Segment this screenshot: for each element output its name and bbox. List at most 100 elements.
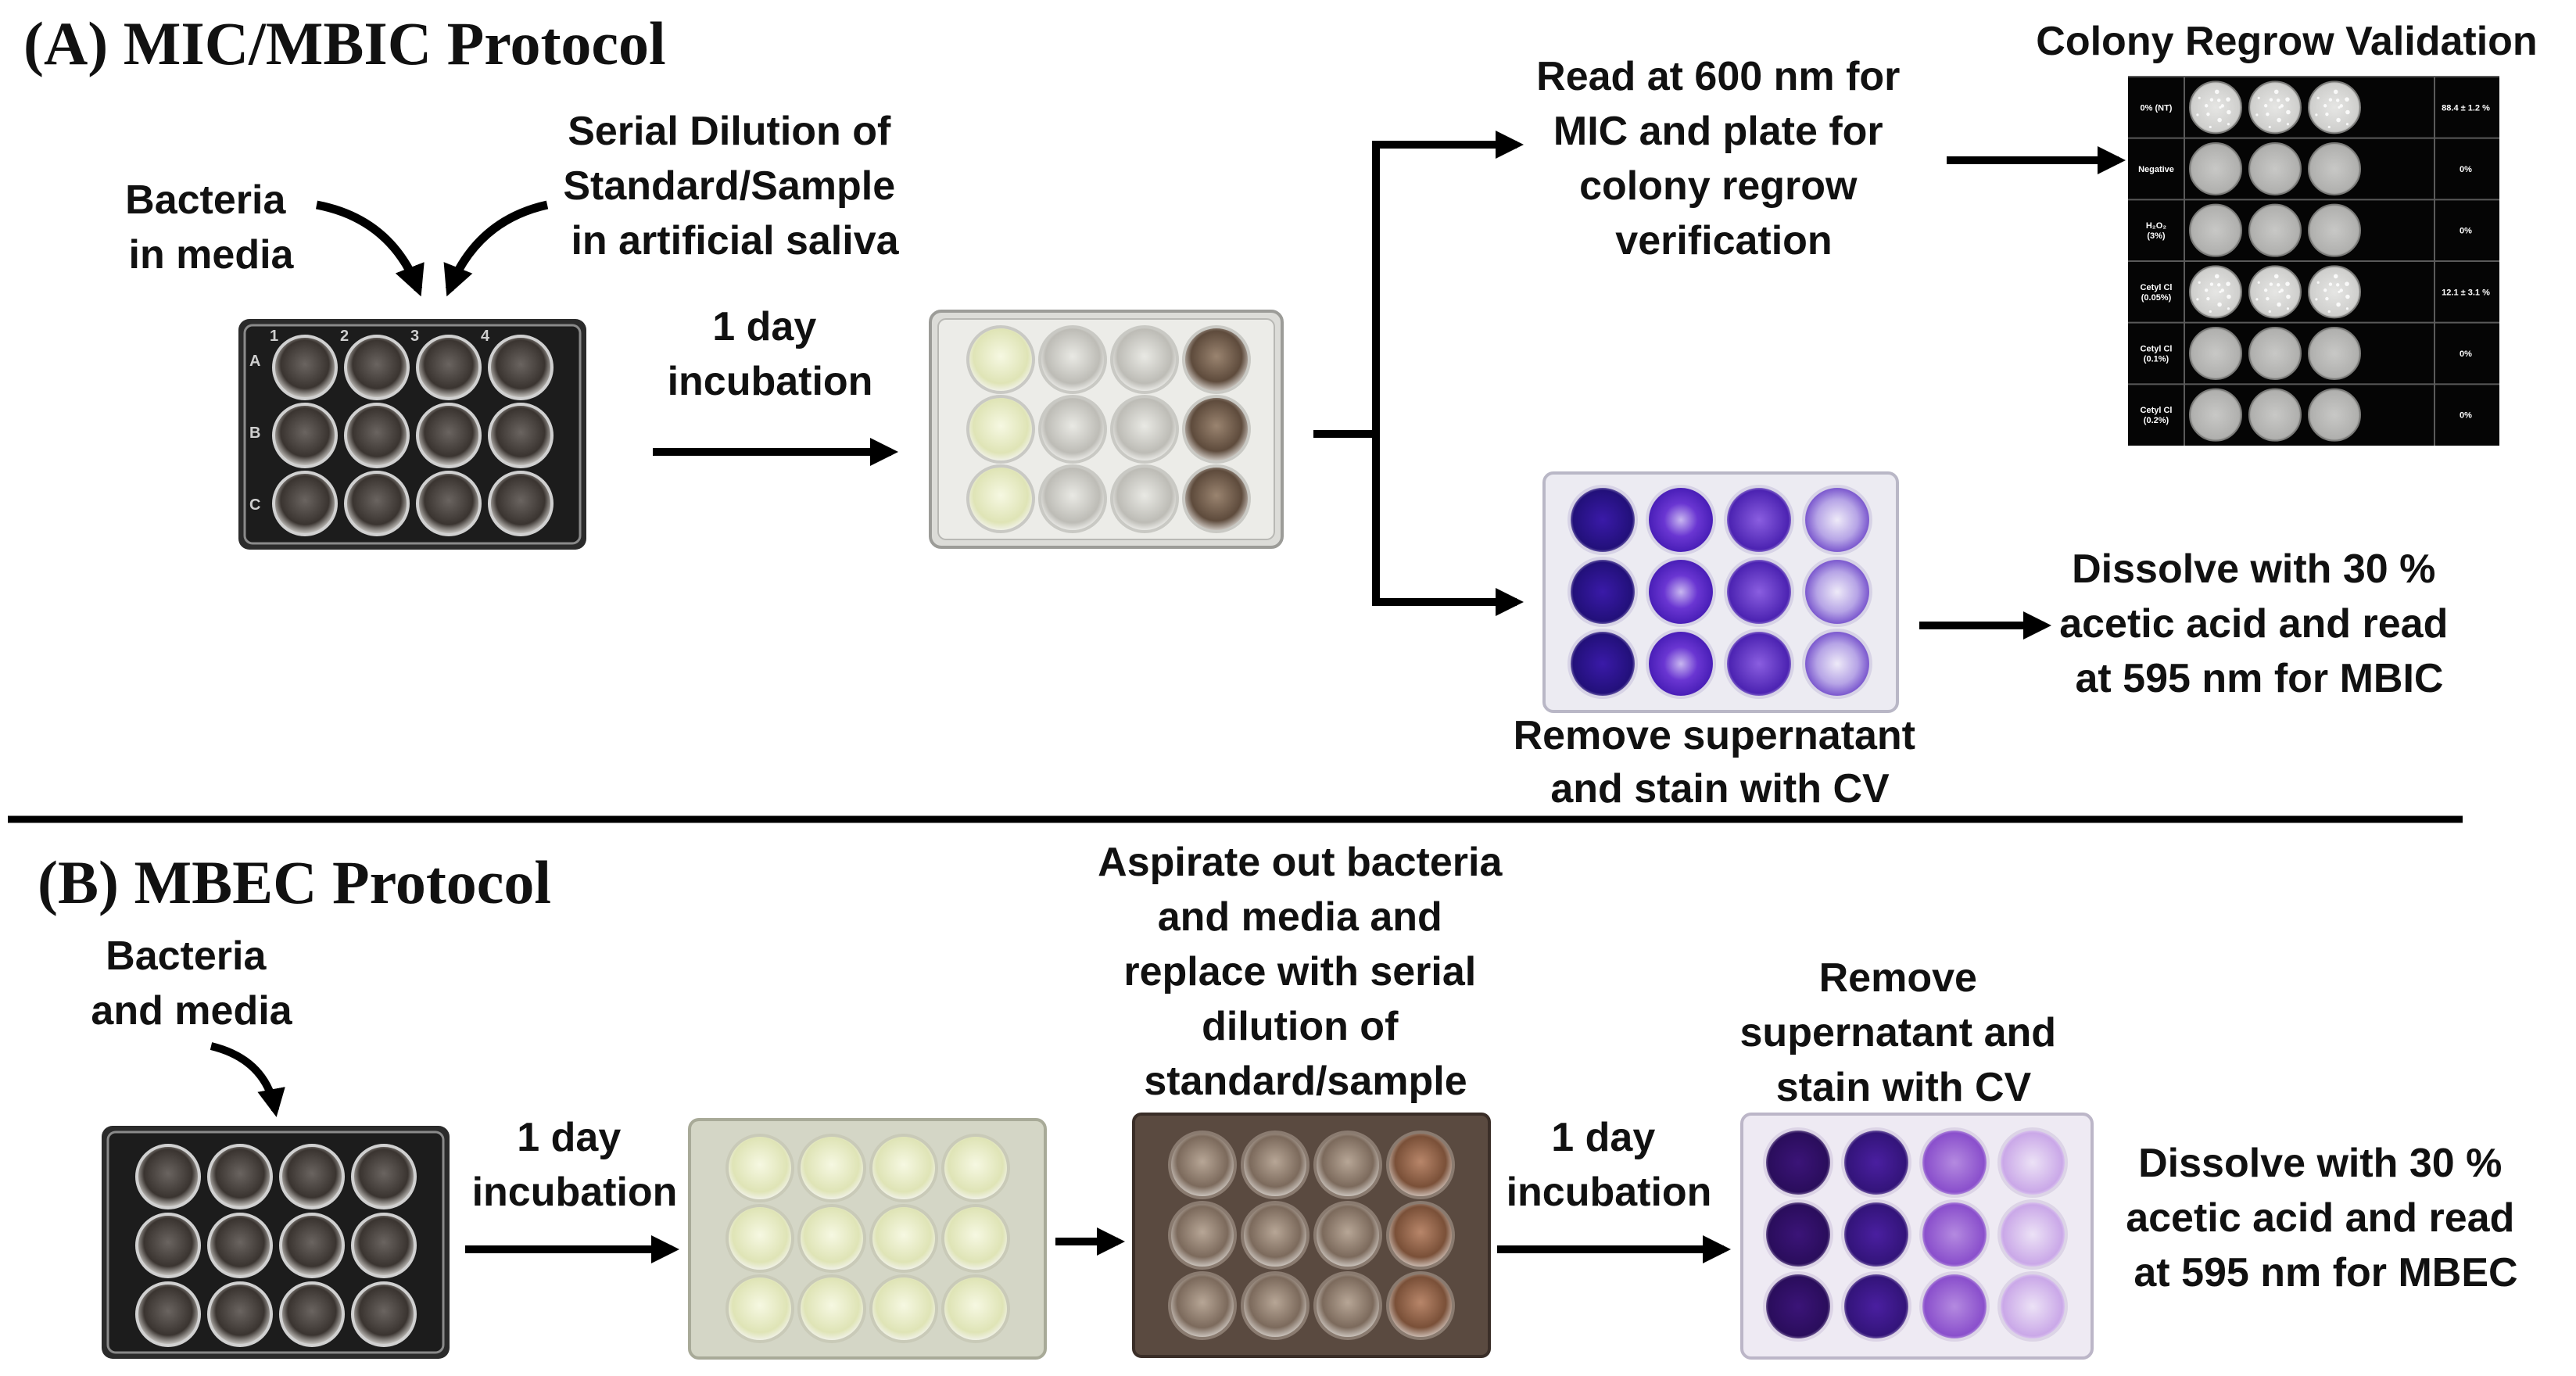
colony-row-label: 0% (NT) [2141, 103, 2173, 113]
well [1182, 395, 1251, 464]
well [941, 1134, 1010, 1202]
well [1763, 1127, 1833, 1198]
colony-speck [2196, 113, 2199, 116]
well [1313, 1131, 1382, 1199]
section-a-title: (A) MIC/MBIC Protocol [23, 9, 666, 77]
colony-dish [2308, 327, 2361, 380]
row-label-a: A [249, 353, 260, 370]
colony-speck [2196, 298, 2199, 301]
colony-dish [2189, 265, 2242, 319]
colony-dish [2189, 388, 2242, 442]
colony-speck [2339, 104, 2343, 108]
colony-speck [2338, 106, 2341, 109]
aspirate-label: Aspirate out bacteria and media and repl… [1098, 840, 1514, 1104]
remove-supernatant-cv-label-b: Remove supernatant and stain with CV [1740, 955, 2068, 1110]
well [726, 1204, 794, 1273]
col-label-4: 4 [481, 328, 490, 345]
colony-speck [2323, 104, 2327, 108]
well [1919, 1271, 1990, 1342]
colony-speck [2277, 283, 2280, 287]
well [344, 335, 410, 400]
incubation-label-b2: 1 day incubation [1507, 1115, 1712, 1215]
well [1567, 557, 1638, 627]
colony-regrow-title: Colony Regrow Validation [2036, 19, 2537, 64]
well [272, 471, 338, 536]
colony-speck [2204, 288, 2209, 292]
well [488, 403, 554, 468]
colony-speck [2278, 106, 2281, 109]
well [279, 1213, 345, 1278]
colony-speck [2328, 282, 2333, 286]
plate-b-cv-stained [1740, 1113, 2094, 1360]
colony-speck [2286, 307, 2290, 310]
colony-speck [2227, 307, 2230, 310]
well [1386, 1201, 1455, 1270]
colony-speck [2315, 113, 2318, 116]
colony-dish [2248, 203, 2302, 257]
curved-arrow-dilution [443, 200, 549, 297]
colony-speck [2204, 104, 2209, 108]
well [344, 471, 410, 536]
well [351, 1144, 417, 1209]
colony-speck [2217, 117, 2222, 123]
colony-dish [2248, 388, 2302, 442]
colony-row-value: 0% [2460, 165, 2472, 174]
row-label-c: C [249, 496, 260, 514]
colony-speck [2336, 283, 2340, 287]
well [1841, 1271, 1911, 1342]
colony-dish [2308, 265, 2361, 319]
well [966, 464, 1035, 533]
well [797, 1274, 866, 1343]
bacteria-and-media-label: Bacteria and media [91, 933, 292, 1034]
colony-speck [2316, 96, 2320, 99]
colony-speck [2345, 123, 2349, 126]
colony-speck [2345, 97, 2349, 102]
colony-row-value: 0% [2460, 411, 2472, 421]
colony-speck [2338, 290, 2341, 293]
well [869, 1204, 938, 1273]
well [966, 395, 1035, 464]
plate-b-sample-added [1132, 1113, 1491, 1358]
colony-speck [2286, 294, 2291, 299]
well [1997, 1127, 2068, 1198]
colony-speck [2325, 112, 2329, 116]
colony-speck [2327, 125, 2331, 129]
well [344, 403, 410, 468]
well [726, 1134, 794, 1202]
colony-speck [2286, 109, 2291, 115]
colony-speck [2257, 281, 2260, 284]
colony-speck [2336, 302, 2341, 307]
well [1038, 464, 1107, 533]
well [207, 1213, 273, 1278]
colony-speck [2323, 288, 2327, 292]
colony-speck [2209, 282, 2214, 286]
well [1802, 485, 1872, 555]
colony-speck [2217, 99, 2221, 102]
well [1386, 1131, 1455, 1199]
colony-row-label: H₂O₂(3%) [2146, 221, 2166, 241]
colony-speck [2227, 123, 2230, 126]
well [797, 1204, 866, 1273]
plate-b-incubated [688, 1118, 1047, 1360]
colony-speck [2266, 296, 2270, 301]
colony-speck [2345, 307, 2349, 310]
well [351, 1281, 417, 1347]
colony-dish [2248, 81, 2302, 134]
col-label-1: 1 [270, 328, 278, 345]
well [1646, 629, 1716, 699]
well [135, 1213, 201, 1278]
colony-speck [2315, 298, 2318, 301]
well [272, 403, 338, 468]
well [1038, 395, 1107, 464]
colony-speck [2217, 283, 2221, 287]
well [1168, 1131, 1237, 1199]
incubation-label-a: 1 day incubation [668, 304, 873, 404]
well [1763, 1199, 1833, 1270]
colony-speck [2214, 89, 2220, 95]
well [279, 1281, 345, 1347]
well [207, 1281, 273, 1347]
colony-dish [2308, 81, 2361, 134]
well [1724, 629, 1794, 699]
well [1110, 325, 1179, 394]
